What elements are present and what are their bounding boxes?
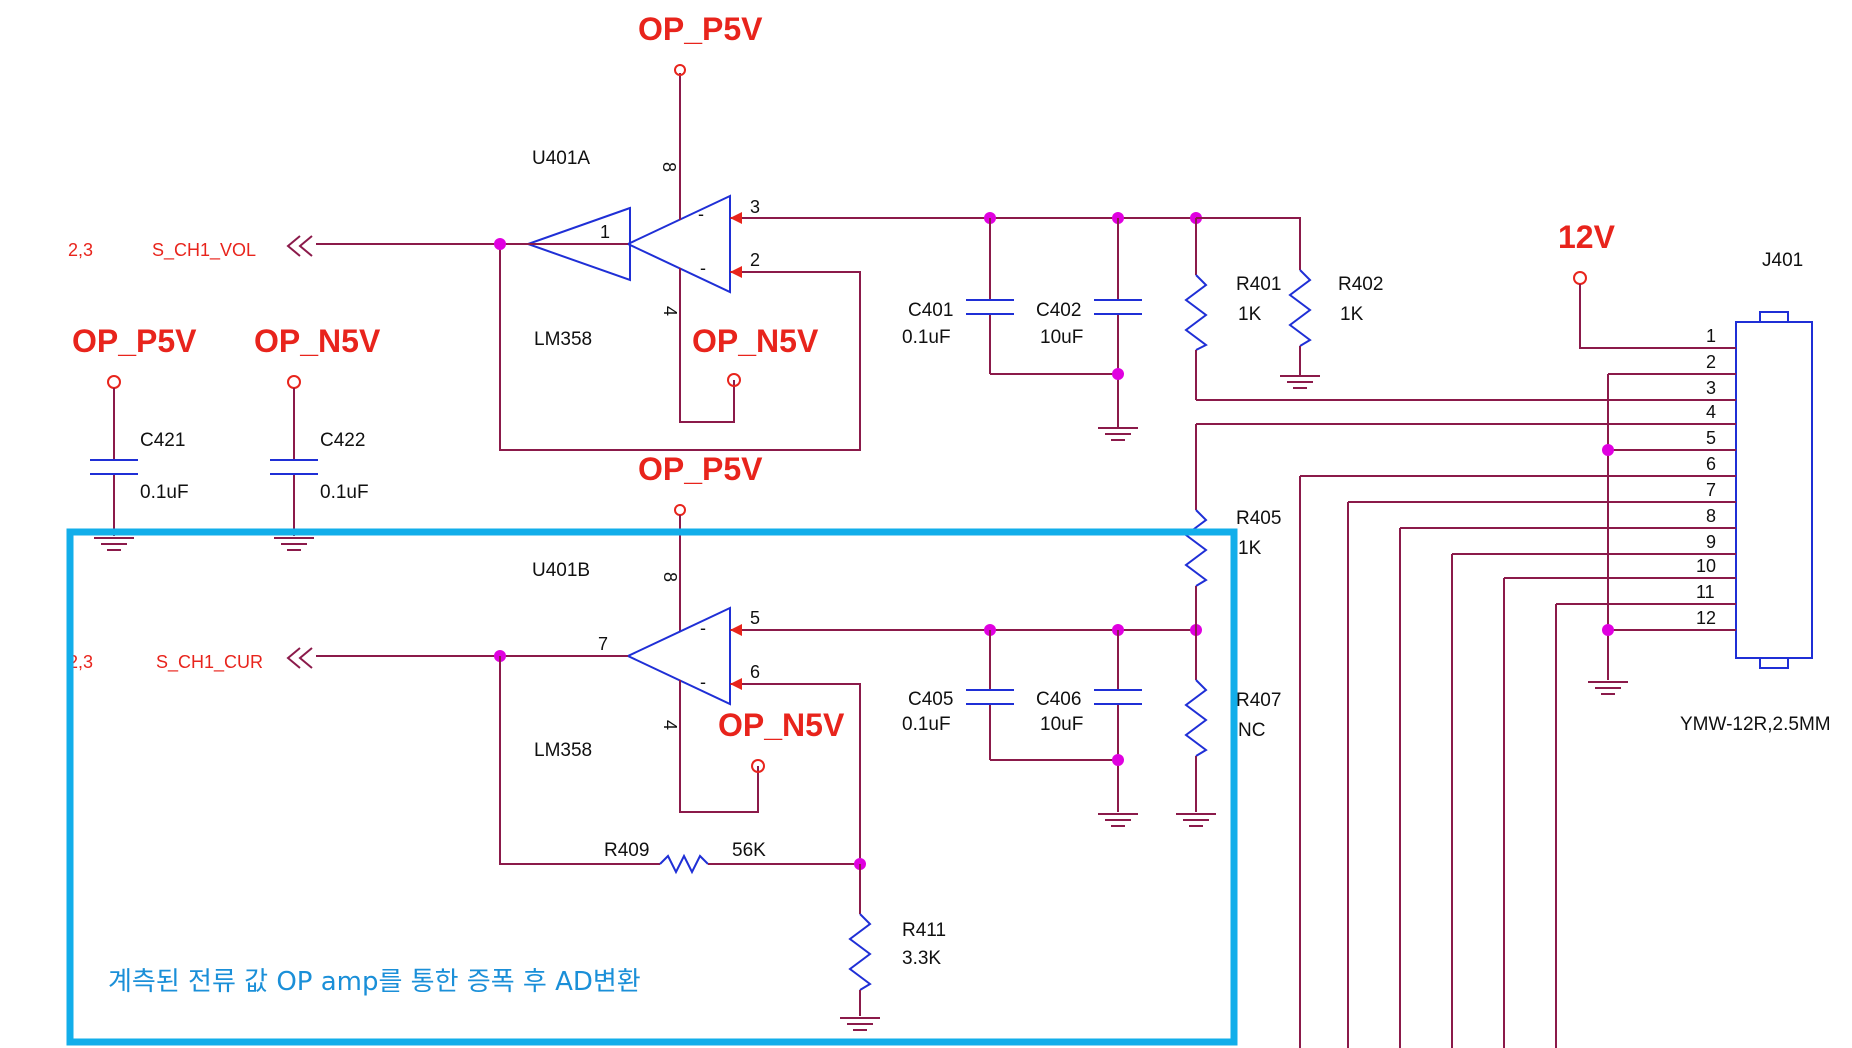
c406-value: 10uF	[1040, 714, 1083, 735]
j401-pin-10: 10	[1696, 556, 1716, 576]
highlight-box	[66, 528, 1238, 1046]
j401-pin-11: 11	[1696, 582, 1715, 602]
pin-a-out: 1	[600, 222, 610, 242]
c402-value: 10uF	[1040, 327, 1083, 348]
pin-b-inp: 5	[750, 608, 760, 628]
u401b-ref: U401B	[532, 560, 590, 581]
pin-a-inp: 3	[750, 197, 760, 217]
j401-pin-4: 4	[1706, 402, 1716, 422]
r405-ref: R405	[1236, 508, 1281, 529]
c401-ref: C401	[908, 300, 953, 321]
c402	[1094, 299, 1142, 315]
pin-a-inn: 2	[750, 250, 760, 270]
j401-pin-5: 5	[1706, 428, 1716, 448]
cur-net-name: S_CH1_CUR	[156, 652, 263, 673]
j401-pin-1: 1	[1706, 326, 1716, 346]
u401a-part: LM358	[534, 329, 592, 350]
c421-ref: C421	[140, 430, 185, 451]
j401-pin-8: 8	[1706, 506, 1716, 526]
pin-a-vcc: 8	[659, 162, 679, 172]
connector-pins	[1300, 347, 1736, 631]
c405-value: 0.1uF	[902, 714, 951, 735]
op-n5v-label-a: OP_N5V	[692, 323, 819, 359]
vol-net-name: S_CH1_VOL	[152, 240, 256, 261]
pin-b-gnd: 4	[660, 720, 680, 730]
c402-ref: C402	[1036, 300, 1081, 321]
c422-value: 0.1uF	[320, 482, 369, 503]
c421-value: 0.1uF	[140, 482, 189, 503]
j401-pin-7: 7	[1706, 480, 1716, 500]
r402-value: 1K	[1340, 304, 1364, 325]
j401-pin-6: 6	[1706, 454, 1716, 474]
u401a-ref: U401A	[532, 148, 590, 169]
op-p5v-label-a: OP_P5V	[638, 11, 763, 47]
c406-ref: C406	[1036, 689, 1081, 710]
annotation-text: 계측된 전류 값 OP amp를 통한 증폭 후 AD변환	[108, 967, 641, 997]
r409-ref: R409	[604, 840, 649, 861]
r401-ref: R401	[1236, 274, 1281, 295]
r411-ref: R411	[902, 920, 946, 941]
r405-value: 1K	[1238, 538, 1262, 559]
cur-sheet-ref: 2,3	[68, 652, 93, 672]
r411-value: 3.3K	[902, 948, 941, 969]
j401-pin-2: 2	[1706, 352, 1716, 372]
r407-value: NC	[1238, 720, 1265, 741]
j401-pin-3: 3	[1706, 378, 1716, 398]
pin-b-inn: 6	[750, 662, 760, 682]
pin-b-vcc: 8	[660, 572, 680, 582]
connector-j401	[1735, 321, 1813, 659]
op-p5v-label-decap: OP_P5V	[72, 323, 197, 359]
svg-text:-: -	[698, 204, 704, 224]
j401-ref: J401	[1762, 250, 1803, 271]
op-n5v-label-b: OP_N5V	[718, 707, 845, 743]
c422-ref: C422	[320, 430, 365, 451]
pin-a-gnd: 4	[660, 306, 680, 316]
vol-sheet-ref: 2,3	[68, 240, 93, 260]
c401	[966, 299, 1014, 315]
j401-part: YMW-12R,2.5MM	[1680, 714, 1831, 735]
j401-pin-12: 12	[1696, 608, 1716, 628]
v12-label: 12V	[1558, 219, 1616, 255]
svg-text:-: -	[700, 672, 706, 692]
c401-value: 0.1uF	[902, 327, 951, 348]
r407-ref: R407	[1236, 690, 1281, 711]
op-n5v-label-decap: OP_N5V	[254, 323, 381, 359]
c405-ref: C405	[908, 689, 953, 710]
u401b-part: LM358	[534, 740, 592, 761]
svg-text:-: -	[700, 618, 706, 638]
r402-ref: R402	[1338, 274, 1383, 295]
j401-pin-9: 9	[1706, 532, 1716, 552]
r401-value: 1K	[1238, 304, 1262, 325]
r409-value: 56K	[732, 840, 766, 861]
svg-text:-: -	[700, 258, 706, 278]
op-p5v-label-b: OP_P5V	[638, 451, 763, 487]
pin-b-out: 7	[598, 634, 608, 654]
